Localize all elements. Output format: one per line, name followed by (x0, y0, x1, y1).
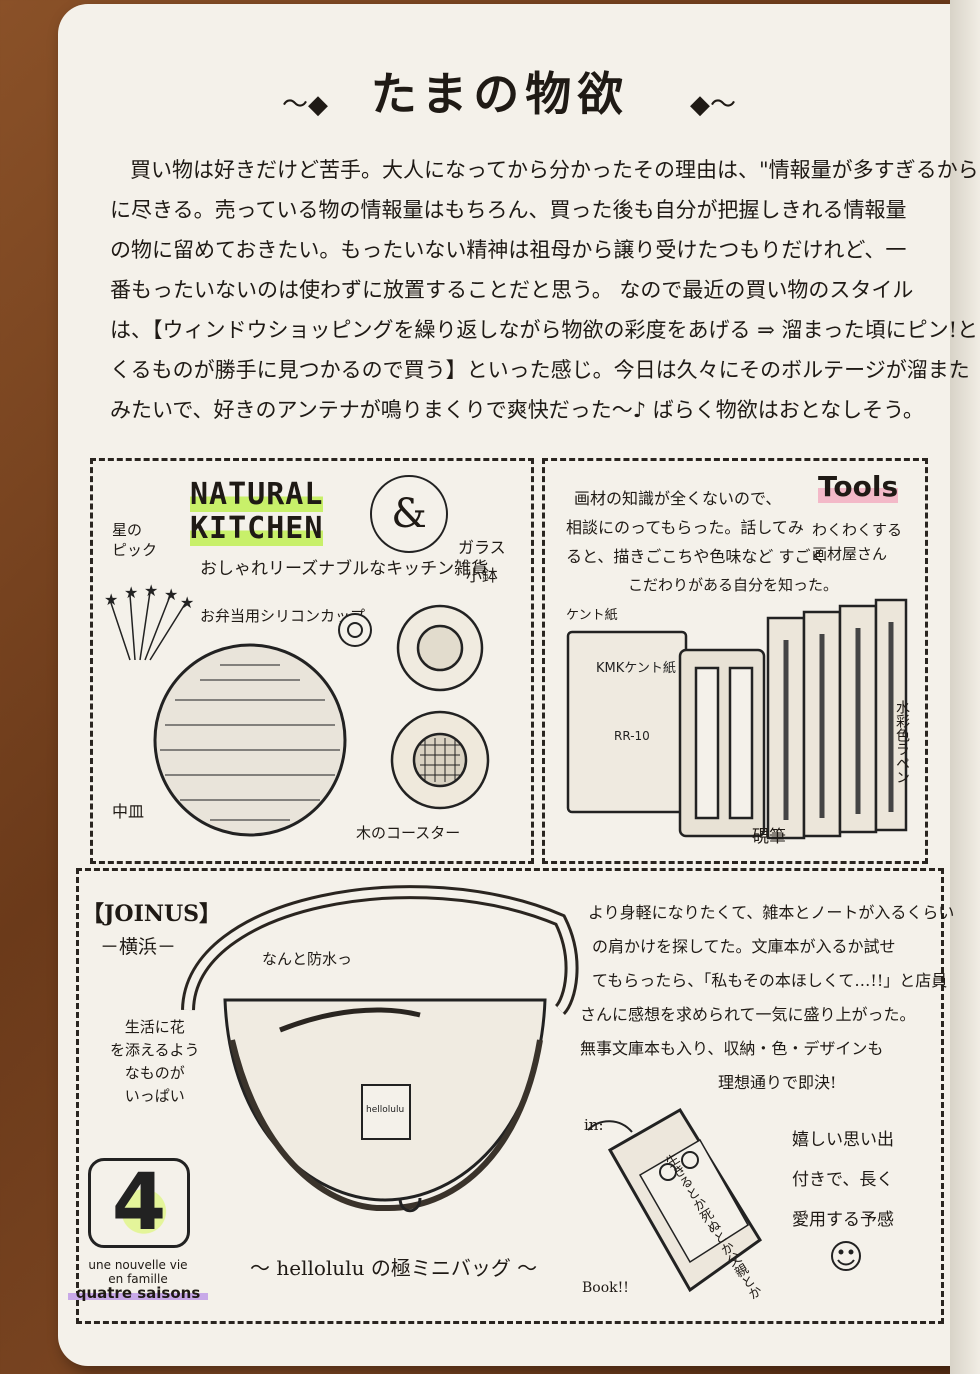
closing-line: 嬉しい思い出 (792, 1130, 894, 1150)
closing-line: 付きで、長く (792, 1170, 894, 1190)
closing-line: 愛用する予感 (792, 1210, 894, 1230)
watercolor-pens-drawing (766, 598, 908, 840)
label-pencil: 硯筆 (752, 827, 786, 847)
pencil-box-drawing (678, 648, 766, 838)
bag-story: より身軽になりたくて、雑本とノートが入るくらい の肩かけを探してた。文庫本が入る… (580, 896, 955, 1100)
intro-line: 番もったいないのは使わずに放置することだと思う。 なので最近の買い物のスタイル (110, 278, 914, 302)
svg-text:★: ★ (180, 593, 194, 612)
label-kent-paper: ケント紙 (566, 608, 618, 623)
glass-bowl-drawing (396, 604, 484, 692)
label-star-pick: 星の ピック (112, 521, 158, 559)
brand-number-logo: 4 (88, 1158, 190, 1248)
title-left-deco: 〜◆ (282, 90, 328, 120)
brand-line: une nouvelle vie (88, 1258, 188, 1272)
ampersand-seal: & (370, 475, 448, 553)
title-right-deco: ◆〜 (690, 90, 736, 120)
shop-location: －横浜－ (100, 936, 177, 958)
story-line: 理想通りで即決! (718, 1073, 837, 1092)
story-line: より身軽になりたくて、雑本とノートが入るくらい (588, 903, 955, 922)
label-coaster: 木のコースター (356, 824, 461, 842)
tools-text-line: 相談にのってもらった。話してみ (566, 518, 804, 537)
svg-text:★: ★ (164, 585, 178, 604)
bag-drawing: hellolulu (181, 885, 579, 1213)
intro-paragraph: 買い物は好きだけど苦手。大人になってから分かったその理由は、"情報量が多すぎるか… (110, 150, 980, 430)
smiley-drawing (831, 1241, 861, 1271)
brand-line: en famille (108, 1272, 168, 1286)
bag-panel (76, 868, 944, 1324)
label-silicone-cup: お弁当用シリコンカップ (200, 607, 366, 625)
bag-tag-label: hellolulu (366, 1105, 404, 1115)
tools-text: 画材の知識が全くないので、 相談にのってもらった。話してみ ると、描きごこちや色… (566, 484, 839, 600)
intro-line: くるものが勝手に見つかるので買う】といった感じ。今日は久々にそのボルテージが溜ま… (110, 358, 970, 382)
bag-closing: 嬉しい思い出 付きで、長く 愛用する予感 (792, 1120, 894, 1240)
kent-paper-drawing: KMKケント紙 RR-10 (566, 630, 688, 814)
brand-name: quatre saisons (68, 1286, 208, 1301)
label-plate: 中皿 (112, 802, 145, 821)
intro-line: 買い物は好きだけど苦手。大人になってから分かったその理由は、"情報量が多すぎるか… (130, 158, 980, 182)
natural-kitchen-logo: NATURAL KITCHEN (190, 477, 324, 546)
lifestyle-note: 生活に花 を添えるよう なものが いっぱい (110, 1018, 200, 1105)
star-pick-drawing: ★ ★ ★ ★ ★ (104, 581, 194, 661)
shop-name: 【JOINUS】 (82, 901, 222, 927)
tools-text-line: こだわりがある自分を知った。 (628, 576, 839, 594)
svg-text:★: ★ (104, 590, 118, 609)
logo-line-kitchen: KITCHEN (190, 511, 324, 546)
kitchen-tagline: おしゃれリーズナブルなキッチン雑貨 (200, 559, 489, 579)
notebook-binding (950, 0, 980, 1374)
intro-line: みたいで、好きのアンテナが鳴りまくりで爽快だった〜♪ ばらく物欲はおとなしそう。 (110, 398, 924, 422)
silicone-cup-drawing (338, 613, 372, 647)
book-drawing (587, 1107, 763, 1293)
intro-line: に尽きる。売っている物の情報量はもちろん、買った後も自分が把握しきれる情報量 (110, 198, 907, 222)
plate-drawing (153, 643, 347, 837)
story-line: 無事文庫本も入り、収納・色・デザインも (580, 1039, 884, 1058)
svg-text:★: ★ (124, 583, 138, 602)
package-code: RR-10 (614, 729, 650, 743)
package-text: KMKケント紙 (596, 661, 676, 676)
label-watercolor-pen: 水彩色ラペン (894, 700, 910, 784)
story-line: さんに感想を求められて一気に盛り上がった。 (580, 1005, 916, 1024)
waterproof-note: なんと防水っ (262, 950, 353, 968)
intro-line: は、【ウィンドウショッピングを繰り返しながら物欲の彩度をあげる ⇒ 溜まった頃に… (110, 318, 979, 342)
tools-text-line: 画材の知識が全くないので、 (574, 489, 782, 508)
tools-text-line: ると、描きごこちや色味など すごく (566, 547, 827, 566)
tools-panel (542, 458, 928, 864)
book-label: Book!! (582, 1280, 629, 1296)
logo-line-natural: NATURAL (190, 477, 324, 512)
story-line: てもらったら、「私もその本ほしくて…!!」と店員 (592, 971, 948, 990)
natural-kitchen-panel (90, 458, 534, 864)
label-glass-bowl: ガラス 小鉢 (458, 538, 506, 585)
in-label: in: (584, 1116, 604, 1134)
intro-line: の物に留めておきたい。もったいない精神は祖母から譲り受けたつもりだけれど、一 (110, 238, 907, 262)
story-line: の肩かけを探してた。文庫本が入るか試せ (592, 937, 896, 956)
svg-text:★: ★ (144, 581, 158, 600)
tools-shop-note: わくわくする 画材屋さん (812, 521, 903, 563)
page-title: たまの物欲 (370, 67, 630, 121)
bag-caption: 〜 hellolulu の極ミニバッグ 〜 (250, 1256, 538, 1280)
tools-logo: Tools (818, 470, 899, 503)
brand-text: une nouvelle vie en famille quatre saiso… (68, 1258, 208, 1301)
coaster-drawing (390, 710, 490, 810)
